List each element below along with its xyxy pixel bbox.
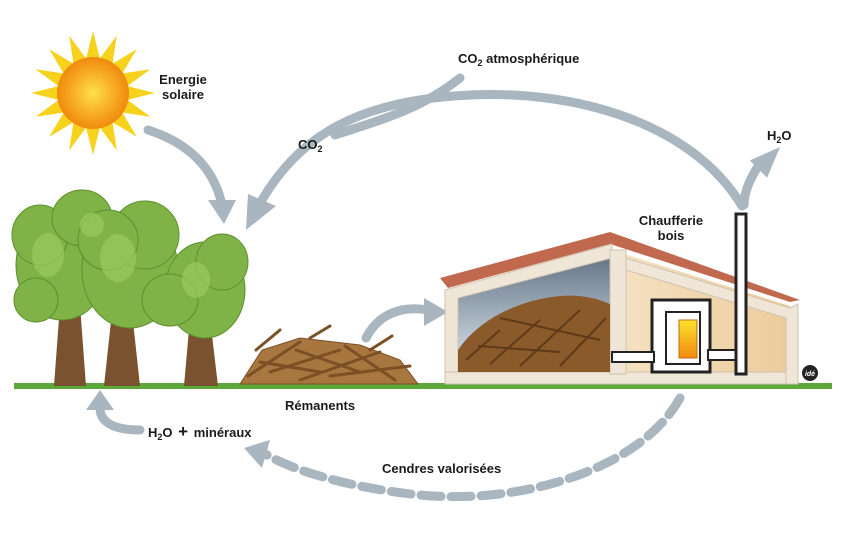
co2-atm-sub: 2 (477, 58, 483, 68)
minerals-text: minéraux (193, 425, 252, 440)
solar-label-line1: Energie (159, 72, 207, 87)
residues-transport-arrow (361, 304, 433, 343)
residues-label: Rémanents (285, 398, 355, 413)
boiler-label-line1: Chaufferie (638, 213, 704, 228)
minerals-return-arrow (95, 403, 145, 435)
co2-atmospheric-branch (330, 73, 465, 140)
ash-label: Cendres valorisées (382, 461, 501, 476)
co2-label-main: CO (298, 137, 318, 152)
water-a: H (148, 425, 158, 440)
water-sub: 2 (157, 432, 163, 442)
co2-cycle-arrow (257, 90, 747, 211)
boiler-label-line2: bois (657, 228, 685, 243)
h2o-top-a: H (767, 128, 777, 143)
co2-label: CO2 (298, 137, 323, 154)
solar-label-line2: solaire (162, 87, 204, 102)
h2o-steam-label: H2O (767, 128, 792, 145)
residues-text: Rémanents (285, 398, 356, 413)
logo-text: idé (805, 371, 815, 378)
solar-arrow (143, 125, 227, 210)
ash-return-arrow (257, 393, 685, 502)
boiler-label: Chaufferie bois (628, 213, 714, 243)
sun-icon (31, 31, 155, 155)
boiler-building-icon (440, 232, 800, 385)
solar-energy-label: Energie solaire (150, 72, 216, 102)
co2-label-sub: 2 (317, 144, 323, 154)
chimney-icon (734, 212, 748, 376)
co2-atm-rest: atmosphérique (482, 51, 580, 66)
co2-atmospheric-label: CO2 atmosphérique (458, 51, 579, 68)
wood-pile-icon (239, 324, 419, 385)
water-minerals-label: H2O + minéraux (148, 422, 252, 442)
logo: idé (802, 365, 818, 381)
co2-atm-main: CO (458, 51, 478, 66)
h2o-top-sub: 2 (776, 135, 782, 145)
ash-text: Cendres valorisées (382, 461, 502, 476)
ground-line (14, 383, 832, 389)
tree-icon (11, 189, 249, 386)
h2o-top-b: O (781, 128, 792, 143)
water-b: O (162, 425, 173, 440)
plus-sign: + (178, 422, 189, 441)
arrows (86, 73, 780, 502)
